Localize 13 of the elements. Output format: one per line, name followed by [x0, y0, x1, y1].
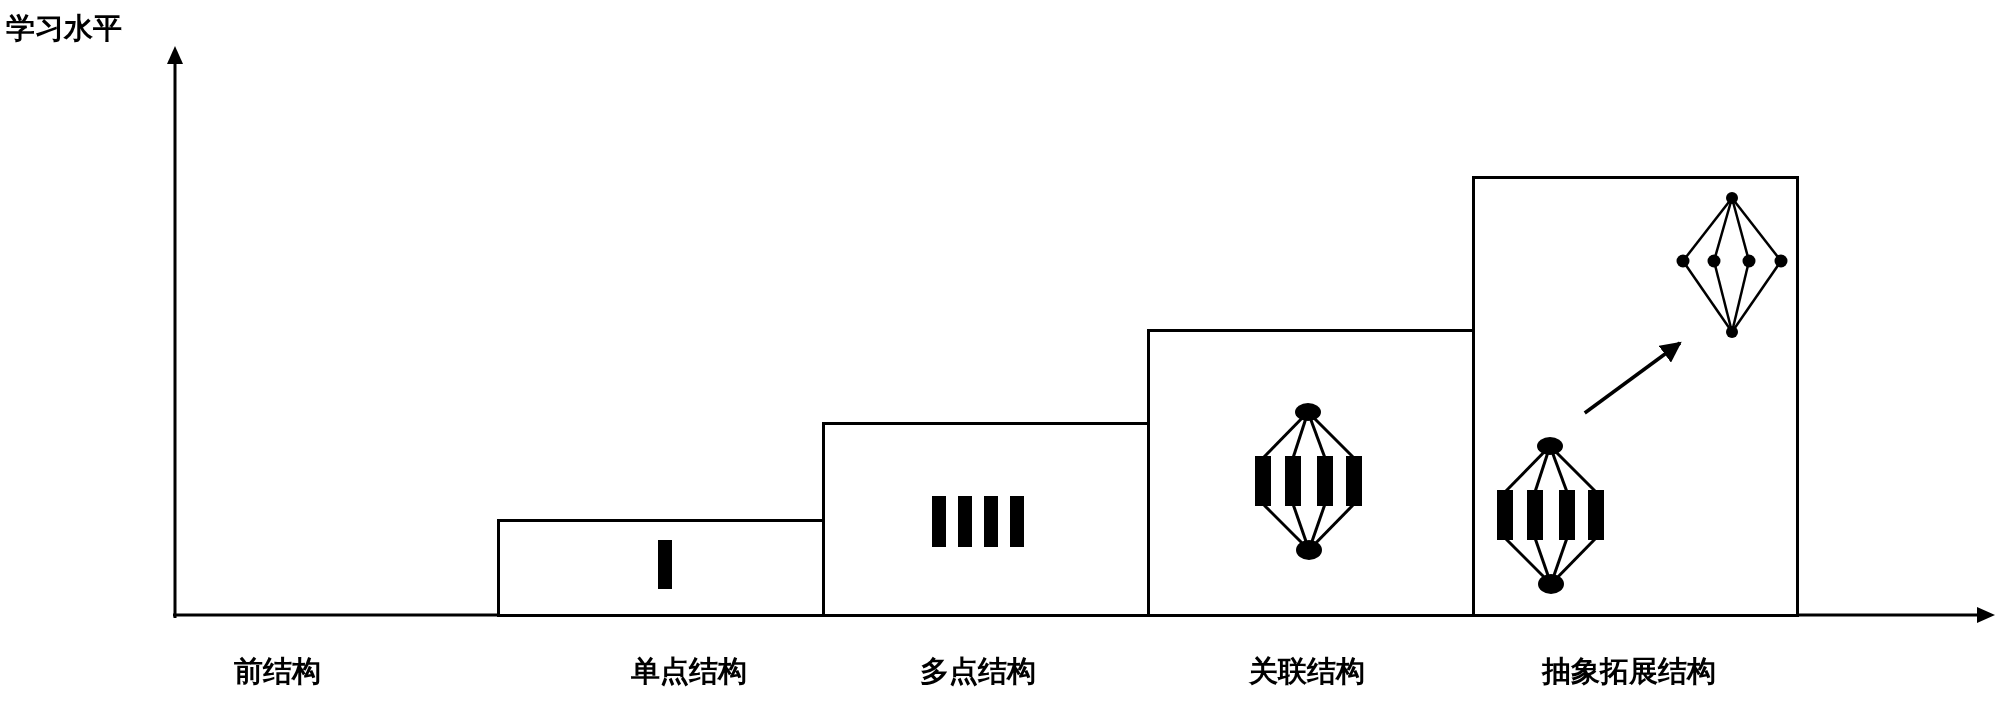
arrow [1583, 341, 1682, 415]
step-box [497, 519, 825, 617]
step-box [822, 422, 1150, 617]
level-label: 多点结构 [920, 657, 1036, 686]
structure-drawing [1497, 436, 1604, 594]
level-label: 关联结构 [1249, 657, 1365, 686]
step-box [1147, 329, 1475, 617]
level-label: 前结构 [233, 657, 321, 686]
structure-drawing [1676, 191, 1788, 339]
step-box [1472, 176, 1799, 617]
level-label: 抽象拓展结构 [1542, 657, 1716, 686]
level-label: 单点结构 [631, 657, 747, 686]
axis-label: 学习水平 [6, 14, 122, 43]
